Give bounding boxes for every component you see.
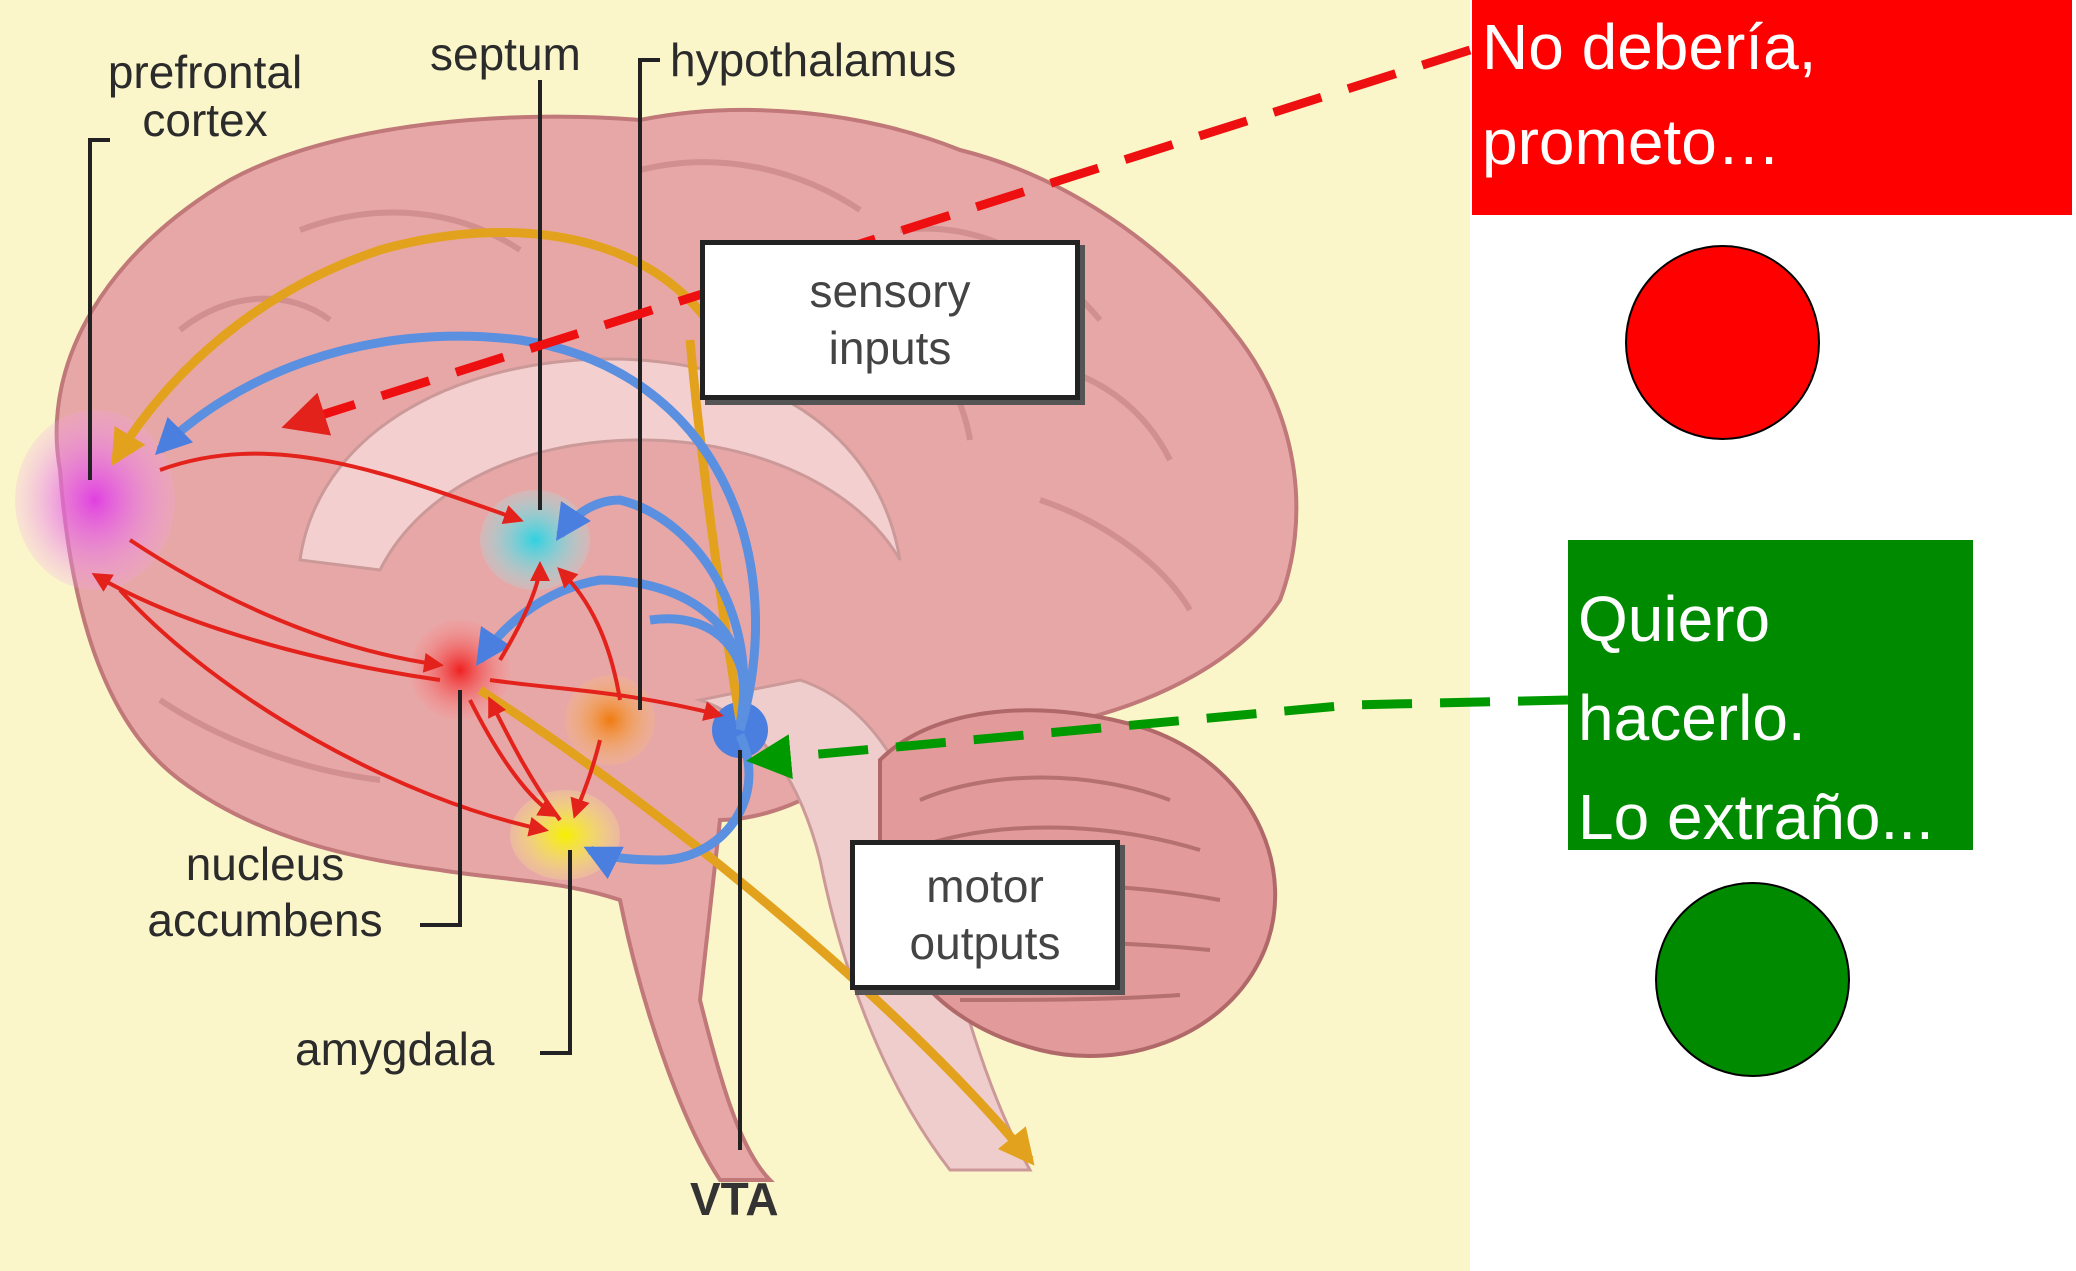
label-nucleus-line2: accumbens bbox=[125, 896, 405, 944]
motor-outputs-box: motor outputs bbox=[850, 840, 1120, 990]
green-callout-line2: hacerlo. bbox=[1578, 669, 1973, 768]
green-circle bbox=[1655, 882, 1850, 1077]
prefrontal-region bbox=[15, 410, 175, 590]
label-prefrontal-line2: cortex bbox=[85, 96, 325, 144]
motor-line1: motor bbox=[926, 858, 1044, 916]
label-septum: septum bbox=[430, 30, 581, 78]
red-callout: No debería, prometo… bbox=[1472, 0, 2072, 215]
green-callout-line3: Lo extraño... bbox=[1578, 768, 1973, 867]
label-nucleus-accumbens: nucleus accumbens bbox=[125, 840, 405, 945]
sensory-line2: inputs bbox=[829, 320, 952, 378]
label-prefrontal-line1: prefrontal bbox=[85, 48, 325, 96]
motor-line2: outputs bbox=[910, 915, 1061, 973]
green-callout: Quiero hacerlo. Lo extraño... bbox=[1568, 540, 1973, 850]
red-callout-line1: No debería, bbox=[1482, 0, 2072, 95]
label-nucleus-line1: nucleus bbox=[125, 840, 405, 888]
sensory-line1: sensory bbox=[809, 263, 970, 321]
sensory-inputs-box: sensory inputs bbox=[700, 240, 1080, 400]
label-vta: VTA bbox=[690, 1175, 779, 1223]
green-callout-line1: Quiero bbox=[1578, 570, 1973, 669]
label-prefrontal-cortex: prefrontal cortex bbox=[85, 48, 325, 145]
label-hypothalamus: hypothalamus bbox=[670, 36, 956, 84]
septum-region bbox=[480, 490, 590, 590]
red-circle bbox=[1625, 245, 1820, 440]
label-amygdala: amygdala bbox=[295, 1025, 494, 1073]
red-callout-line2: prometo… bbox=[1482, 95, 2072, 190]
amygdala-region bbox=[510, 790, 620, 880]
